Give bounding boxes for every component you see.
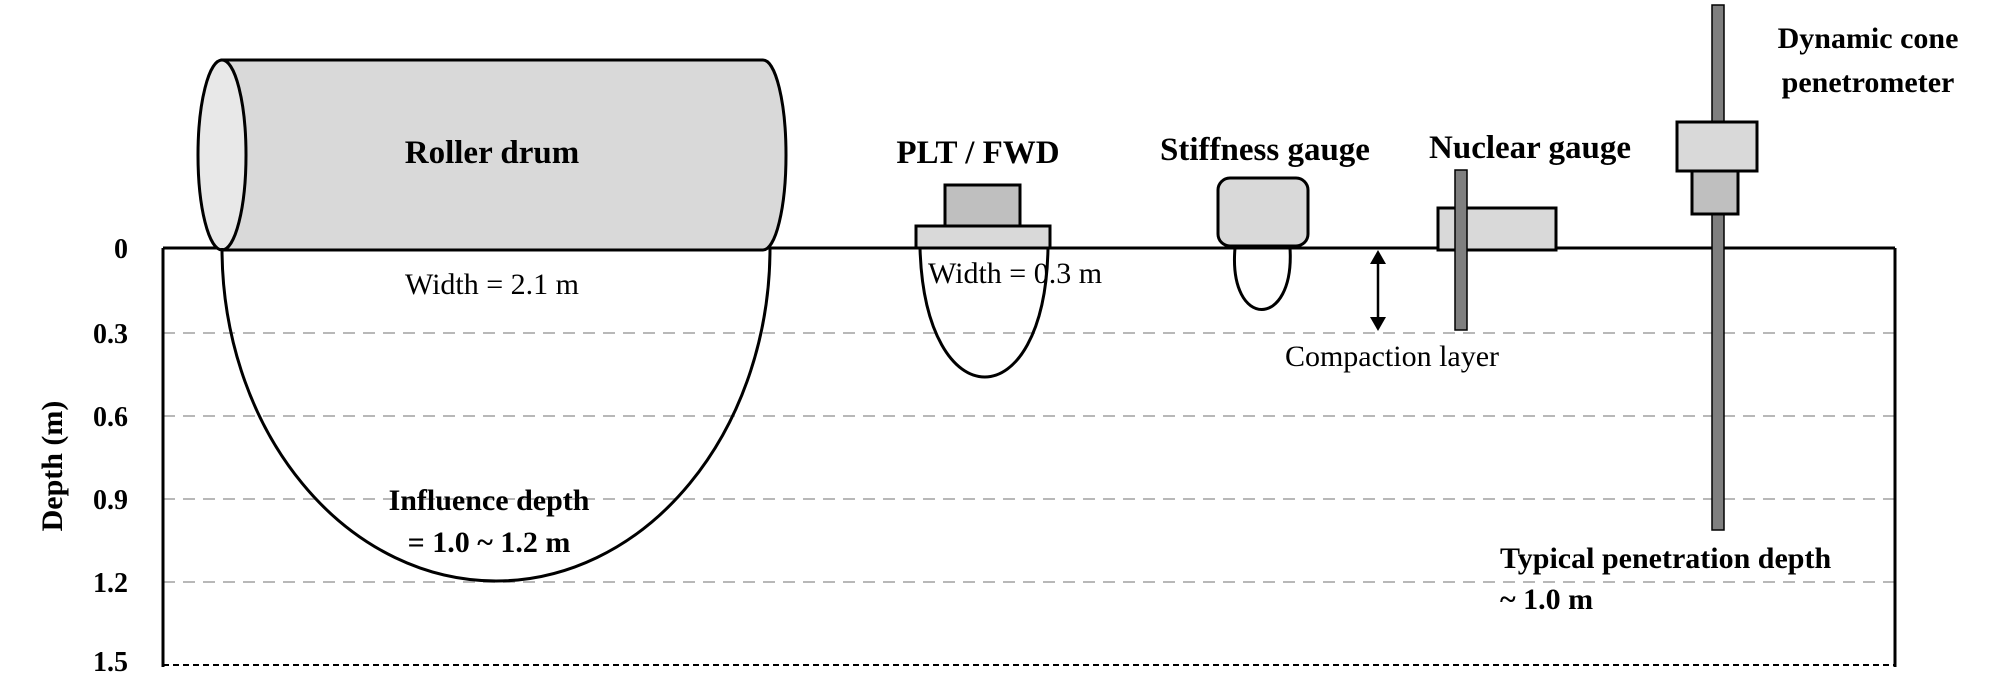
dcp-label-line2: penetrometer (1782, 66, 1955, 99)
roller-width-label: Width = 2.1 m (405, 268, 579, 301)
roller-drum-label: Roller drum (405, 135, 579, 171)
penetration-depth-label-line2: ~ 1.0 m (1500, 583, 1593, 616)
plt-loading-block (943, 183, 1022, 228)
penetration-depth-label-line1: Typical penetration depth (1500, 542, 1831, 575)
roller-drum-body (220, 58, 788, 252)
influence-depth-label-line2: = 1.0 ~ 1.2 m (408, 526, 571, 559)
dcp-anvil (1690, 169, 1740, 216)
depth-tick-1.2: 1.2 (93, 568, 128, 599)
compaction-layer-arrow-up (1370, 250, 1386, 264)
plt-width-label: Width = 0.3 m (928, 257, 1102, 290)
dcp-hammer (1675, 120, 1759, 173)
roller-drum-end-cap (196, 58, 248, 252)
influence-depth-label-line1: Influence depth (389, 484, 590, 517)
depth-tick-1.5: 1.5 (93, 647, 128, 677)
stiffness-gauge-influence-bulb (1233, 247, 1292, 311)
dcp-rod (1711, 4, 1725, 531)
dcp-label-line1: Dynamic cone (1778, 22, 1959, 55)
depth-tick-0.9: 0.9 (93, 485, 128, 516)
plt-fwd-label: PLT / FWD (896, 135, 1059, 171)
stiffness-gauge-label: Stiffness gauge (1160, 132, 1370, 168)
compaction-layer-arrow-down (1370, 317, 1386, 331)
depth-tick-0.6: 0.6 (93, 402, 128, 433)
depth-tick-0.3: 0.3 (93, 319, 128, 350)
roller-influence-bulb (220, 247, 772, 583)
nuclear-gauge-probe-rod (1454, 169, 1468, 331)
depth-tick-0: 0 (114, 234, 128, 265)
depth-axis-label: Depth (m) (36, 401, 69, 532)
plt-bearing-plate (914, 224, 1052, 250)
stiffness-gauge-body (1216, 176, 1310, 248)
plt-influence-bulb (918, 247, 1050, 379)
nuclear-gauge-label: Nuclear gauge (1429, 130, 1631, 166)
compaction-layer-label: Compaction layer (1285, 340, 1499, 373)
